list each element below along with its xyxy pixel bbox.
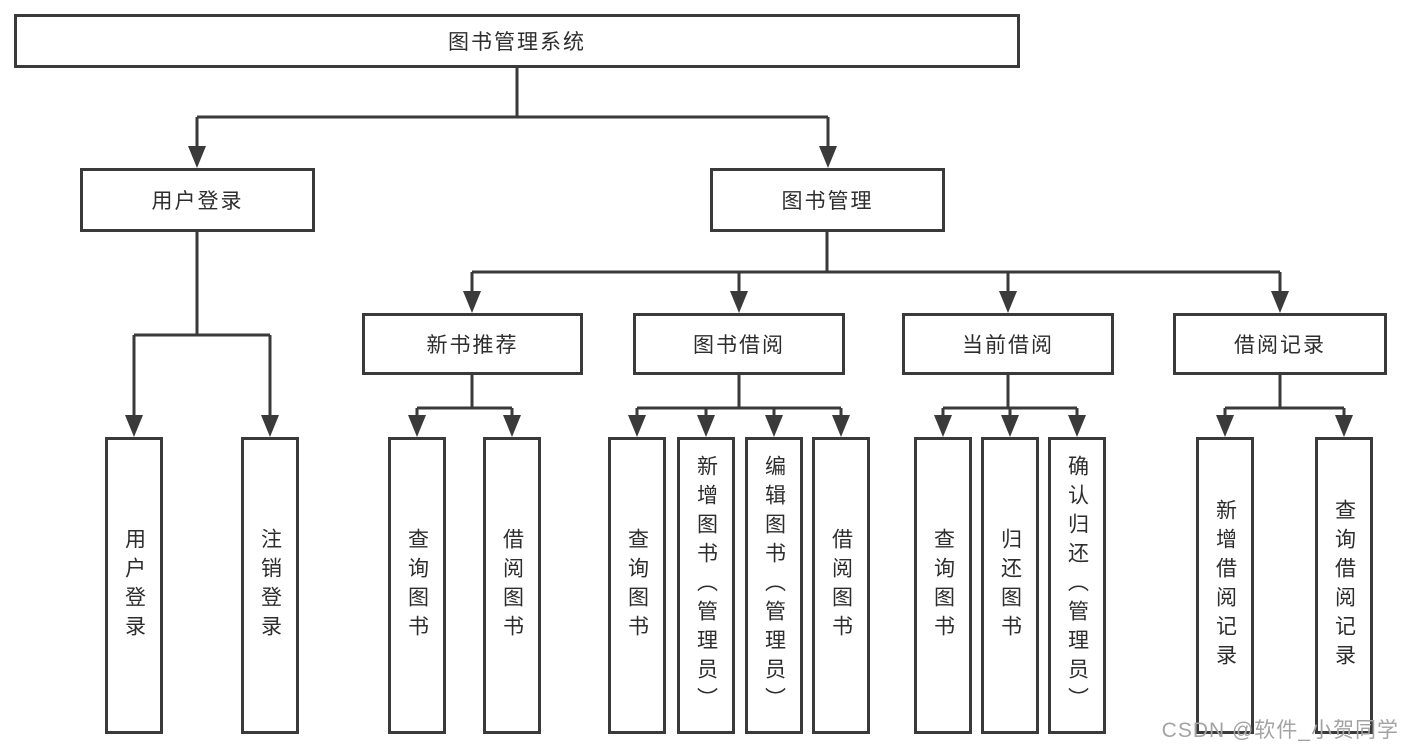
leaf-borrow-books: 借阅图书 — [812, 437, 870, 734]
leaf-return-books: 归还图书 — [981, 437, 1039, 734]
watermark: CSDN @软件_小贺同学 — [1161, 719, 1399, 742]
node-user-login-label: 用户登录 — [151, 190, 244, 213]
node-book-borrow-label: 图书借阅 — [693, 334, 785, 357]
leaf-query-books-rec: 查询图书 — [388, 437, 446, 734]
leaf-confirm-return-admin: 确认归还（管理员） — [1048, 437, 1106, 734]
node-borrow-records: 借阅记录 — [1173, 313, 1387, 375]
node-current-borrow-label: 当前借阅 — [962, 334, 1054, 357]
leaf-edit-books-admin-label: 编辑图书（管理员） — [762, 455, 786, 716]
leaf-user-login: 用户登录 — [105, 437, 163, 734]
leaf-query-borrow-record: 查询借阅记录 — [1315, 437, 1373, 734]
node-book-borrow: 图书借阅 — [633, 313, 845, 375]
leaf-logout-label: 注销登录 — [258, 527, 282, 644]
leaf-add-books-admin-label: 新增图书（管理员） — [694, 455, 718, 716]
leaf-add-books-admin: 新增图书（管理员） — [677, 437, 735, 734]
leaf-borrow-books-rec-label: 借阅图书 — [500, 527, 524, 644]
node-new-book-rec: 新书推荐 — [362, 313, 583, 375]
leaf-add-borrow-record: 新增借阅记录 — [1196, 437, 1254, 734]
node-root-label: 图书管理系统 — [448, 31, 586, 54]
leaf-user-login-label: 用户登录 — [122, 527, 146, 644]
leaf-query-books-current-label: 查询图书 — [931, 527, 955, 644]
leaf-query-books-rec-label: 查询图书 — [405, 527, 429, 644]
leaf-edit-books-admin: 编辑图书（管理员） — [745, 437, 803, 734]
leaf-logout: 注销登录 — [241, 437, 299, 734]
node-new-book-rec-label: 新书推荐 — [426, 334, 519, 357]
node-book-mgmt: 图书管理 — [710, 168, 945, 232]
node-root: 图书管理系统 — [14, 14, 1020, 68]
leaf-add-borrow-record-label: 新增借阅记录 — [1213, 498, 1237, 673]
leaf-query-books-borrow: 查询图书 — [608, 437, 666, 734]
leaf-query-borrow-record-label: 查询借阅记录 — [1332, 498, 1356, 673]
leaf-borrow-books-label: 借阅图书 — [829, 527, 853, 644]
node-book-mgmt-label: 图书管理 — [781, 190, 874, 213]
node-borrow-records-label: 借阅记录 — [1234, 334, 1326, 357]
leaf-query-books-current: 查询图书 — [914, 437, 972, 734]
leaf-return-books-label: 归还图书 — [998, 527, 1022, 644]
node-current-borrow: 当前借阅 — [902, 313, 1114, 375]
leaf-query-books-borrow-label: 查询图书 — [625, 527, 649, 644]
node-user-login: 用户登录 — [80, 168, 315, 232]
leaf-confirm-return-admin-label: 确认归还（管理员） — [1065, 455, 1089, 716]
leaf-borrow-books-rec: 借阅图书 — [483, 437, 541, 734]
